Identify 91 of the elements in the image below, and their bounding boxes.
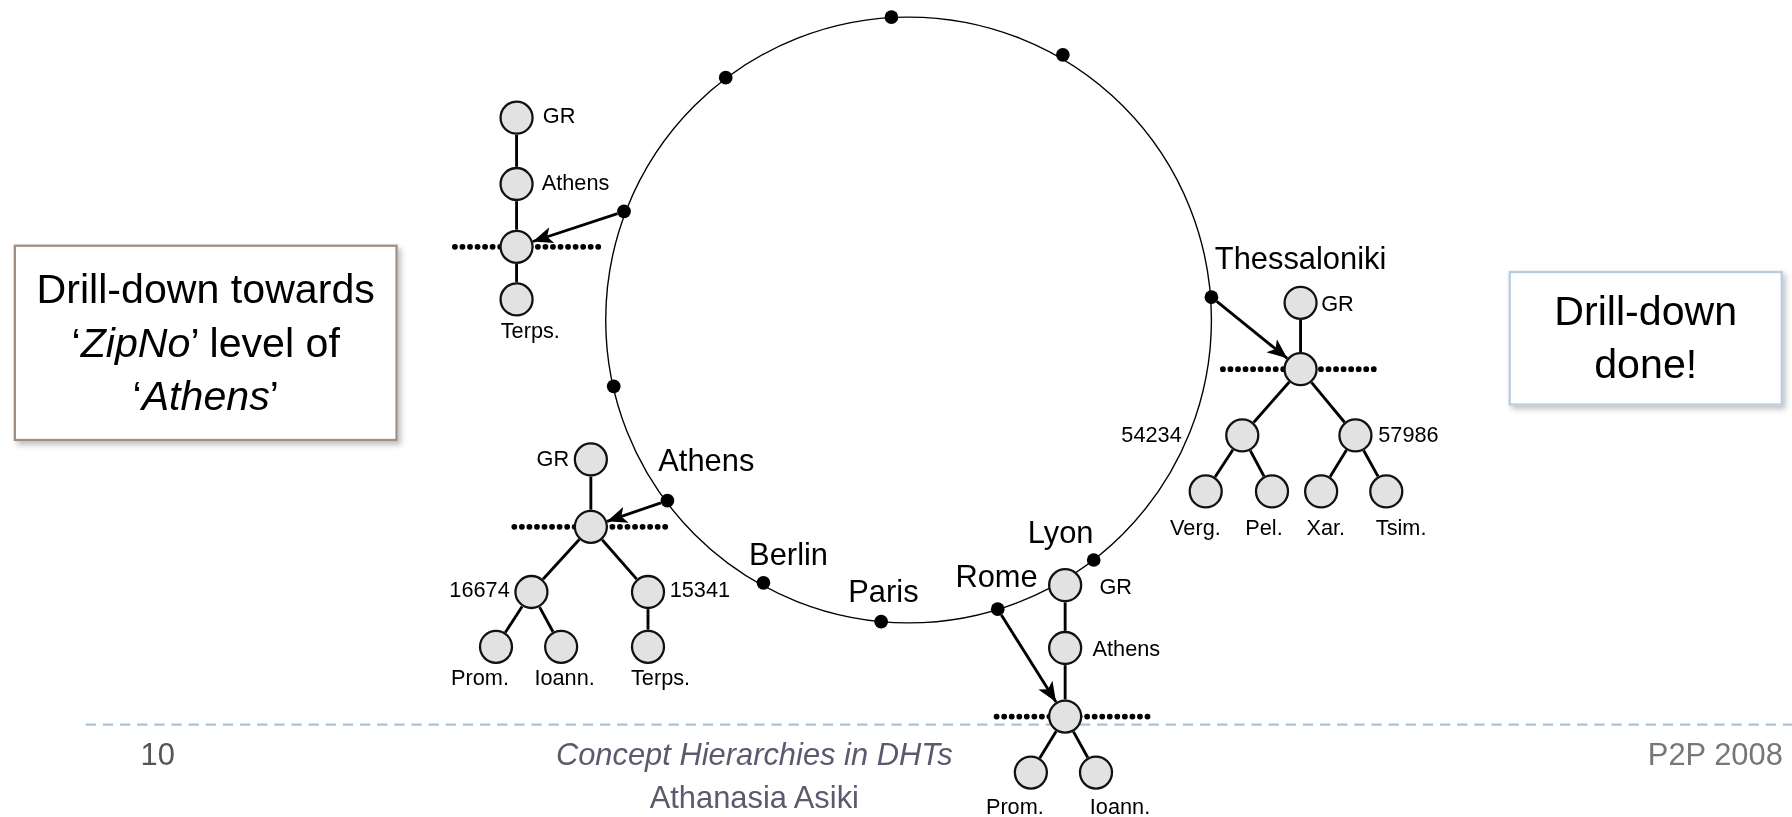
hierarchy-node-circle <box>1048 699 1083 734</box>
node-label: GR <box>542 104 576 127</box>
hierarchy-node-circle <box>499 100 534 135</box>
slide-title: Concept Hierarchies in DHTs <box>555 739 953 771</box>
node-label: Terps. <box>631 665 691 688</box>
arrow <box>1215 300 1289 360</box>
hierarchy-node-circle <box>573 509 608 544</box>
node-label: 15341 <box>669 577 731 600</box>
hierarchy-node-circle <box>1369 474 1404 509</box>
node-label: Verg. <box>1170 516 1221 538</box>
peer-dot <box>990 602 1005 616</box>
node-label: Ioann. <box>1089 794 1151 817</box>
tree-link-line <box>515 201 518 230</box>
node-label: Athens <box>541 170 610 193</box>
page-number: 10 <box>140 739 175 771</box>
tree-link-line <box>1310 381 1346 424</box>
peer-label: Rome <box>955 562 1038 594</box>
node-label: GR <box>1321 292 1354 314</box>
hierarchy-node-circle <box>630 629 666 664</box>
tree-link-line <box>1063 602 1067 631</box>
author-name: Athanasia Asiki <box>649 783 859 814</box>
tree-link-line <box>1063 665 1067 700</box>
peer-label: Paris <box>848 577 919 609</box>
peer-dot <box>606 379 621 394</box>
node-label: Athens <box>1092 637 1161 659</box>
hierarchy-node-circle <box>1304 474 1339 509</box>
arrow <box>532 212 618 244</box>
node-label: 16674 <box>449 577 510 600</box>
node-label: Xar. <box>1306 516 1346 538</box>
tree-link-line <box>1249 449 1266 477</box>
tree-link-line <box>589 476 593 510</box>
node-label: Prom. <box>451 665 509 688</box>
hierarchy-node-circle <box>1013 755 1048 790</box>
peer-label: Thessaloniki <box>1214 243 1387 275</box>
hierarchy-node-circle <box>1048 568 1083 603</box>
peer-dot <box>874 614 888 629</box>
hierarchy-node-circle <box>630 574 666 610</box>
hierarchy-node-circle <box>1283 352 1318 387</box>
tree-link-line <box>541 538 581 581</box>
tree-link-line <box>515 264 518 283</box>
hierarchy-node-circle <box>499 166 534 202</box>
tree-link-line <box>504 605 524 634</box>
tree-link-line <box>1362 449 1380 478</box>
node-label: GR <box>1099 575 1132 598</box>
tree-link-line <box>601 538 638 581</box>
callout-box: Drill-down towards ‘ZipNo’ level of ‘Athens’ <box>13 244 398 442</box>
tree-link-line <box>1072 730 1089 759</box>
tree-link-line <box>515 134 518 167</box>
node-label: GR <box>536 447 570 470</box>
hierarchy-node-circle <box>573 442 608 477</box>
hierarchy-node-circle <box>1283 285 1318 320</box>
peer-dot <box>756 576 771 590</box>
node-label: 57986 <box>1378 423 1439 446</box>
hierarchy-node-circle <box>499 282 534 317</box>
hierarchy-node-circle <box>1254 474 1290 509</box>
node-label: Ioann. <box>534 665 595 688</box>
tree-link-line <box>1299 320 1302 352</box>
tree-link-line <box>1213 449 1235 478</box>
tree-link-line <box>1038 730 1058 759</box>
peer-label: Athens <box>658 445 755 477</box>
tree-link-line <box>538 606 555 633</box>
peer-dot <box>1204 290 1219 304</box>
peer-dot <box>718 70 733 85</box>
hierarchy-node-circle <box>499 229 534 264</box>
peer-dot <box>884 10 899 24</box>
hierarchy-node-circle <box>1188 474 1223 509</box>
peer-dot <box>617 204 631 219</box>
node-label: 54234 <box>1121 423 1182 446</box>
node-label: Tsim. <box>1375 516 1427 538</box>
tree-link-line <box>1252 381 1291 424</box>
hierarchy-node-circle <box>514 574 549 610</box>
hierarchy-node-circle <box>1338 418 1373 453</box>
node-label: Pel. <box>1245 516 1283 538</box>
peer-dot <box>1056 48 1070 62</box>
peer-label: Lyon <box>1027 517 1094 549</box>
arrow <box>1000 614 1058 703</box>
hierarchy-node-circle <box>1048 630 1083 666</box>
hierarchy-node-circle <box>478 629 514 664</box>
callout-box: Drill-down done! <box>1508 270 1783 406</box>
arrow <box>606 501 662 523</box>
tree-link-line <box>1328 449 1348 478</box>
tree-link-line <box>646 609 650 630</box>
event-name: P2P 2008 <box>1647 739 1783 771</box>
node-label: Terps. <box>500 319 560 342</box>
hierarchy-node-circle <box>1225 418 1260 453</box>
hierarchy-node-circle <box>544 629 579 664</box>
hierarchy-node-circle <box>1078 755 1114 790</box>
node-label: Prom. <box>985 794 1044 817</box>
peer-dot <box>1086 553 1101 567</box>
peer-label: Berlin <box>749 539 828 571</box>
peer-dot <box>660 493 675 508</box>
